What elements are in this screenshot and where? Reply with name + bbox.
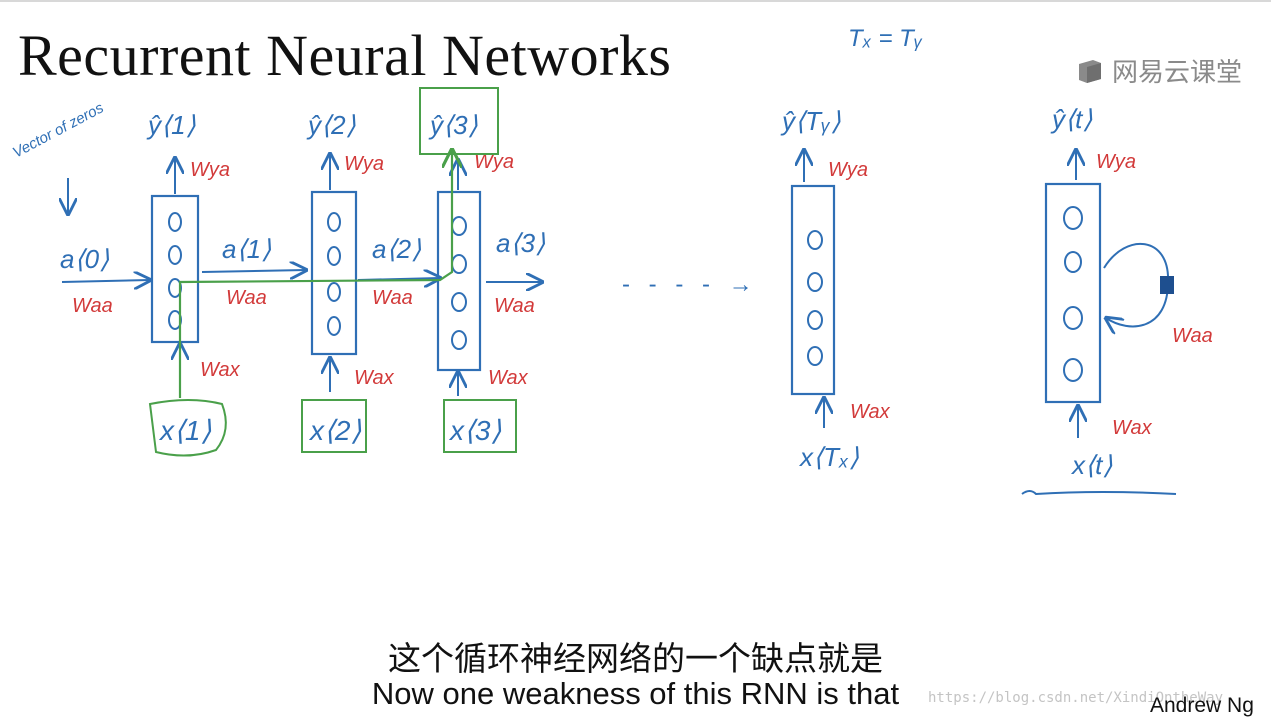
wax-label-2: Wax bbox=[354, 367, 395, 389]
x-t-rolled: x⟨t⟩ bbox=[1070, 450, 1113, 480]
author-name: Andrew Ng bbox=[1150, 694, 1254, 717]
y-hat-1: ŷ⟨1⟩ bbox=[146, 110, 196, 140]
x2-highlight bbox=[301, 399, 367, 453]
wya-label-rolled: Wya bbox=[1096, 151, 1136, 173]
wya-label-1: Wya bbox=[190, 159, 230, 181]
cell-3-units bbox=[451, 216, 467, 350]
subtitle-english: Now one weakness of this RNN is that bbox=[371, 676, 900, 711]
x-2: x⟨2⟩ bbox=[308, 415, 361, 446]
x-3: x⟨3⟩ bbox=[448, 415, 501, 446]
rnn-cell-3 bbox=[436, 190, 482, 372]
watermark: https://blog.csdn.net/XindiOntheWay bbox=[928, 690, 1224, 706]
waa-label-2: Waa bbox=[372, 287, 413, 309]
wax-label-1: Wax bbox=[200, 359, 241, 381]
rnn-cell-rolled bbox=[1044, 182, 1102, 404]
cell-rolled-units bbox=[1063, 206, 1083, 382]
note-tx-equals-ty: Tₓ = Tᵧ bbox=[848, 25, 923, 52]
y-hat-3: ŷ⟨3⟩ bbox=[428, 110, 478, 140]
a0-arrow bbox=[61, 280, 150, 282]
waa-label-0: Waa bbox=[72, 295, 113, 317]
vector-of-zeros-label: Vector of zeros bbox=[10, 99, 107, 161]
logo-text: 网易云课堂 bbox=[1112, 57, 1243, 87]
rnn-cell-t bbox=[790, 184, 836, 396]
y-hat-2: ŷ⟨2⟩ bbox=[306, 110, 356, 140]
rnn-cell-1 bbox=[150, 194, 200, 344]
a3-label: a⟨3⟩ bbox=[496, 228, 545, 258]
wya-label-t: Wya bbox=[828, 159, 868, 181]
y-hat-t: ŷ⟨Tᵧ⟩ bbox=[780, 106, 841, 136]
subtitle-chinese: 这个循环神经网络的一个缺点就是 bbox=[388, 640, 883, 677]
cell-2-units bbox=[327, 212, 341, 336]
x-1: x⟨1⟩ bbox=[158, 415, 211, 446]
a0-label: a⟨0⟩ bbox=[60, 244, 109, 274]
wax-label-rolled: Wax bbox=[1112, 417, 1153, 439]
a2-label: a⟨2⟩ bbox=[372, 234, 421, 264]
rnn-cell-2 bbox=[310, 190, 358, 356]
cell-t-units bbox=[807, 230, 823, 366]
waa-label-3: Waa bbox=[494, 295, 535, 317]
delay-block bbox=[1160, 276, 1174, 294]
top-border bbox=[0, 0, 1271, 2]
x3-highlight bbox=[443, 399, 517, 453]
x1-highlight bbox=[148, 399, 227, 457]
wax-label-t: Wax bbox=[850, 401, 891, 423]
ellipsis: - - - - → bbox=[622, 271, 759, 298]
logo: 网易云课堂 bbox=[1076, 52, 1242, 89]
highlight-path bbox=[178, 150, 452, 398]
a1-label: a⟨1⟩ bbox=[222, 234, 271, 264]
netease-cloud-classroom-icon bbox=[1079, 59, 1101, 83]
recurrent-loop-arrow bbox=[1104, 242, 1170, 327]
y-hat-rolled: ŷ⟨t⟩ bbox=[1050, 104, 1093, 134]
x-t-last: x⟨Tₓ⟩ bbox=[798, 442, 859, 472]
waa-label-rolled: Waa bbox=[1172, 325, 1213, 347]
wya-label-3: Wya bbox=[474, 151, 514, 173]
wax-label-3: Wax bbox=[488, 367, 529, 389]
a1-arrow bbox=[201, 270, 306, 272]
wya-label-2: Wya bbox=[344, 153, 384, 175]
slide-title: Recurrent Neural Networks bbox=[18, 23, 672, 88]
waa-label-1: Waa bbox=[226, 287, 267, 309]
underline-stroke bbox=[1021, 490, 1177, 496]
